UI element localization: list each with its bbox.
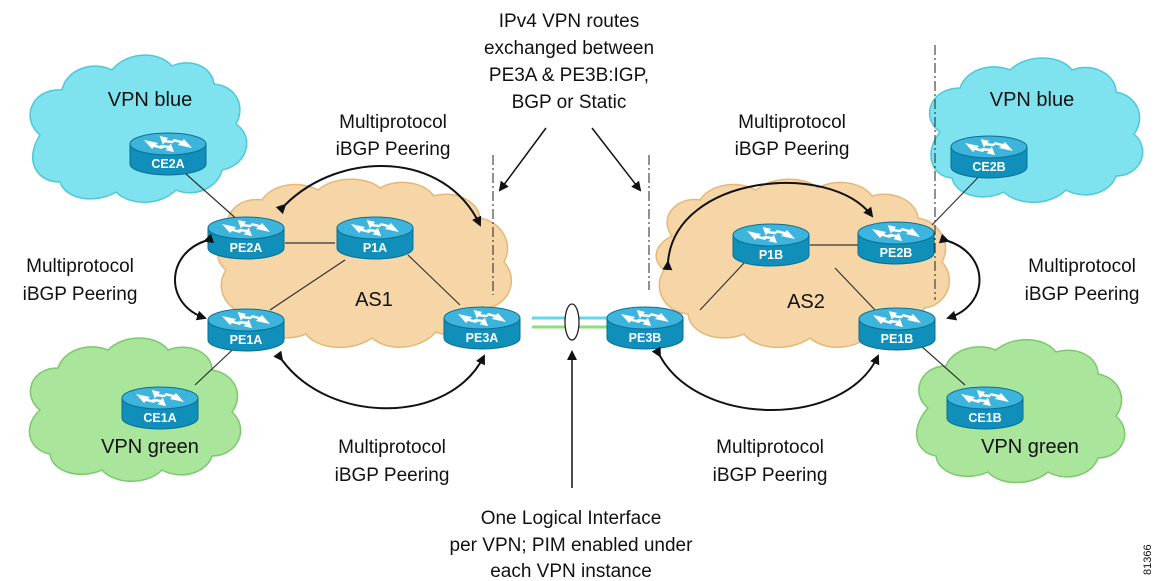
cloud-label-vpn-green-right: VPN green xyxy=(981,436,1079,458)
router-label: PE2A xyxy=(230,241,263,255)
annotation-peering-bottom-right: Multiprotocol iBGP Peering xyxy=(713,437,828,486)
annotation-line: per VPN; PIM enabled under xyxy=(450,535,694,556)
vpn-links xyxy=(532,303,608,341)
annotation-bottom-center: One Logical Interface per VPN; PIM enabl… xyxy=(450,508,694,581)
router-label: CE1B xyxy=(968,411,1001,425)
annotation-line: exchanged between xyxy=(484,38,654,59)
annotation-peering-side-right: Multiprotocol iBGP Peering xyxy=(1025,256,1140,305)
annotation-line: Multiprotocol xyxy=(26,256,134,277)
annotation-top-center: IPv4 VPN routes exchanged between PE3A &… xyxy=(484,11,654,113)
annotation-line: Multiprotocol xyxy=(339,112,447,133)
annotation-line: iBGP Peering xyxy=(23,284,138,305)
annotation-peering-top-left: Multiprotocol iBGP Peering xyxy=(336,112,451,160)
router-label: P1B xyxy=(759,248,783,262)
curved-arrow-bottom-right xyxy=(651,346,880,411)
router-ce1a: CE1A xyxy=(121,386,199,430)
link-pe1b-ce1b xyxy=(919,344,966,386)
vpn-blue-left-cloud xyxy=(29,54,248,203)
curved-arrow-side-left xyxy=(174,233,215,321)
annotation-line: each VPN instance xyxy=(490,561,652,581)
annotation-line: BGP or Static xyxy=(512,92,627,113)
annotation-line: iBGP Peering xyxy=(1025,284,1140,305)
router-label: P1A xyxy=(363,241,387,255)
arrow-to-boundary-as1 xyxy=(498,127,547,192)
annotation-line: iBGP Peering xyxy=(335,465,450,486)
annotation-peering-side-left: Multiprotocol iBGP Peering xyxy=(23,256,138,305)
annotation-line: One Logical Interface xyxy=(481,508,662,529)
router-label: CE2B xyxy=(972,160,1005,174)
annotation-line: Multiprotocol xyxy=(738,112,846,133)
curved-arrow-side-right xyxy=(938,233,981,321)
vpn-blue-right-cloud xyxy=(929,57,1144,203)
annotation-peering-top-right: Multiprotocol iBGP Peering xyxy=(735,112,850,160)
router-pe1b: PE1B xyxy=(858,307,936,351)
router-ce2a: CE2A xyxy=(129,132,207,176)
router-pe2b: PE2B xyxy=(857,221,935,265)
peering-arrows xyxy=(174,164,981,411)
router-pe2a: PE2A xyxy=(207,216,285,260)
figure-id: 81366 xyxy=(1142,544,1154,575)
annotation-line: IPv4 VPN routes xyxy=(499,11,639,32)
router-label: PE1B xyxy=(881,332,914,346)
annotation-line: PE3A & PE3B:IGP, xyxy=(489,65,649,86)
cloud-label-as2: AS2 xyxy=(787,291,825,313)
router-ce2b: CE2B xyxy=(950,135,1028,179)
annotation-line: iBGP Peering xyxy=(336,139,451,160)
router-label: PE1A xyxy=(230,333,263,347)
curved-arrow-top-right xyxy=(662,181,874,271)
cloud-label-vpn-blue-left: VPN blue xyxy=(108,89,193,111)
annotation-peering-bottom-left: Multiprotocol iBGP Peering xyxy=(335,437,450,486)
boundary-lines xyxy=(492,45,936,300)
router-label: CE2A xyxy=(151,157,184,171)
cloud-label-as1: AS1 xyxy=(355,289,393,311)
router-p1a: P1A xyxy=(336,216,414,260)
annotation-line: Multiprotocol xyxy=(338,437,446,458)
link-p1a-pe3a xyxy=(407,254,461,306)
annotation-line: Multiprotocol xyxy=(716,437,824,458)
router-label: PE3A xyxy=(466,331,499,345)
arrow-to-boundary-as2 xyxy=(591,127,642,192)
annotation-line: iBGP Peering xyxy=(713,465,828,486)
router-pe3b: PE3B xyxy=(606,306,684,350)
annotation-line: iBGP Peering xyxy=(735,139,850,160)
link-p1b-pe1b xyxy=(834,267,876,311)
annotation-line: Multiprotocol xyxy=(1028,256,1136,277)
cloud-label-vpn-green-left: VPN green xyxy=(101,436,199,458)
router-pe1a: PE1A xyxy=(207,308,285,352)
curved-arrow-top-left xyxy=(275,164,482,227)
curved-arrow-bottom-left xyxy=(273,350,485,410)
router-p1b: P1B xyxy=(732,223,810,267)
logical-interface-ellipse xyxy=(564,303,580,341)
router-label: CE1A xyxy=(143,411,176,425)
router-label: PE2B xyxy=(880,246,913,260)
router-ce1b: CE1B xyxy=(946,386,1024,430)
cloud-label-vpn-blue-right: VPN blue xyxy=(990,89,1075,111)
pointer-arrows xyxy=(498,127,642,488)
link-pe1a-p1a xyxy=(269,259,346,311)
router-label: PE3B xyxy=(629,331,662,345)
router-pe3a: PE3A xyxy=(443,306,521,350)
